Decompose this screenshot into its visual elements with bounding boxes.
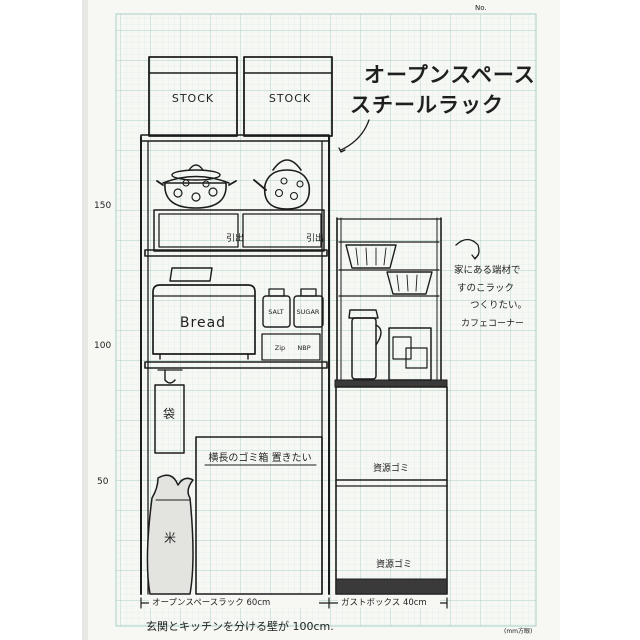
stock-label-right: STOCK <box>269 92 311 105</box>
bread-label: Bread <box>180 315 226 331</box>
salt-label: SALT <box>268 308 283 316</box>
rice-label: 米 <box>164 531 176 545</box>
paper-edge-shadow <box>82 0 88 640</box>
dimension-label-left-bg <box>149 595 319 608</box>
wire-basket-lower <box>386 271 433 295</box>
dimension-label-left: オープンスペースラック 60cm <box>152 598 270 608</box>
trash-note: 横長のゴミ箱 置きたい <box>208 451 311 464</box>
wire-basket-upper <box>345 244 397 269</box>
title-pointer-line <box>340 119 370 151</box>
zip-label: Zip <box>275 344 285 352</box>
stock-label-left: STOCK <box>172 92 214 105</box>
bottom-wall-note: 玄関とキッチンを分ける壁が 100cm. <box>146 619 334 633</box>
sugar-canister <box>293 288 324 328</box>
kettle-illustration <box>253 159 311 210</box>
dimension-label-right: ガストボックス 40cm <box>341 597 427 608</box>
stock-box-left <box>148 56 238 137</box>
thermos-illustration <box>348 309 382 380</box>
note-line-3: つくりたい。 <box>470 300 527 311</box>
scale-label-150: 150 <box>94 201 111 211</box>
flower-pot-illustration <box>156 164 237 209</box>
stock-box-right <box>243 56 333 137</box>
coffee-maker-illustration <box>388 327 432 381</box>
salt-canister <box>262 288 291 328</box>
scale-label-50: 50 <box>97 477 109 487</box>
grid-type-label: (mm方眼) <box>504 627 532 635</box>
bag-label: 袋 <box>163 407 175 421</box>
hanging-bag-illustration <box>154 369 185 454</box>
title-line-2: スチールラック <box>350 93 504 117</box>
nbp-label: NBP <box>297 344 310 352</box>
title-pointer-arrowhead <box>338 147 346 153</box>
bread-box-illustration <box>152 267 256 360</box>
drawer-label-right: 引出 <box>306 232 324 244</box>
rice-bag-illustration <box>146 474 194 595</box>
page-number-label: No. <box>475 4 487 12</box>
drawer-label-left: 引出 <box>226 232 244 244</box>
note-line-1: 家にある端材で <box>454 264 521 276</box>
note-pointer-arrowhead <box>471 254 479 260</box>
small-box-tray <box>261 333 321 361</box>
scale-label-100: 100 <box>94 341 111 351</box>
open-steel-rack <box>140 134 330 595</box>
title-line-1: オープンスペース <box>364 63 536 87</box>
note-line-2: すのこラック <box>457 283 514 294</box>
dimension-label-right-bg <box>338 595 440 608</box>
grid-border <box>115 13 537 627</box>
trash-box-outline <box>195 436 323 595</box>
cafe-corner-label: カフェコーナー <box>461 318 524 329</box>
gas-box-cabinet <box>334 217 448 595</box>
sugar-label: SUGAR <box>297 308 320 316</box>
resource-trash-label-upper: 資源ゴミ <box>373 462 409 474</box>
resource-trash-label-lower: 資源ゴミ <box>376 558 412 570</box>
